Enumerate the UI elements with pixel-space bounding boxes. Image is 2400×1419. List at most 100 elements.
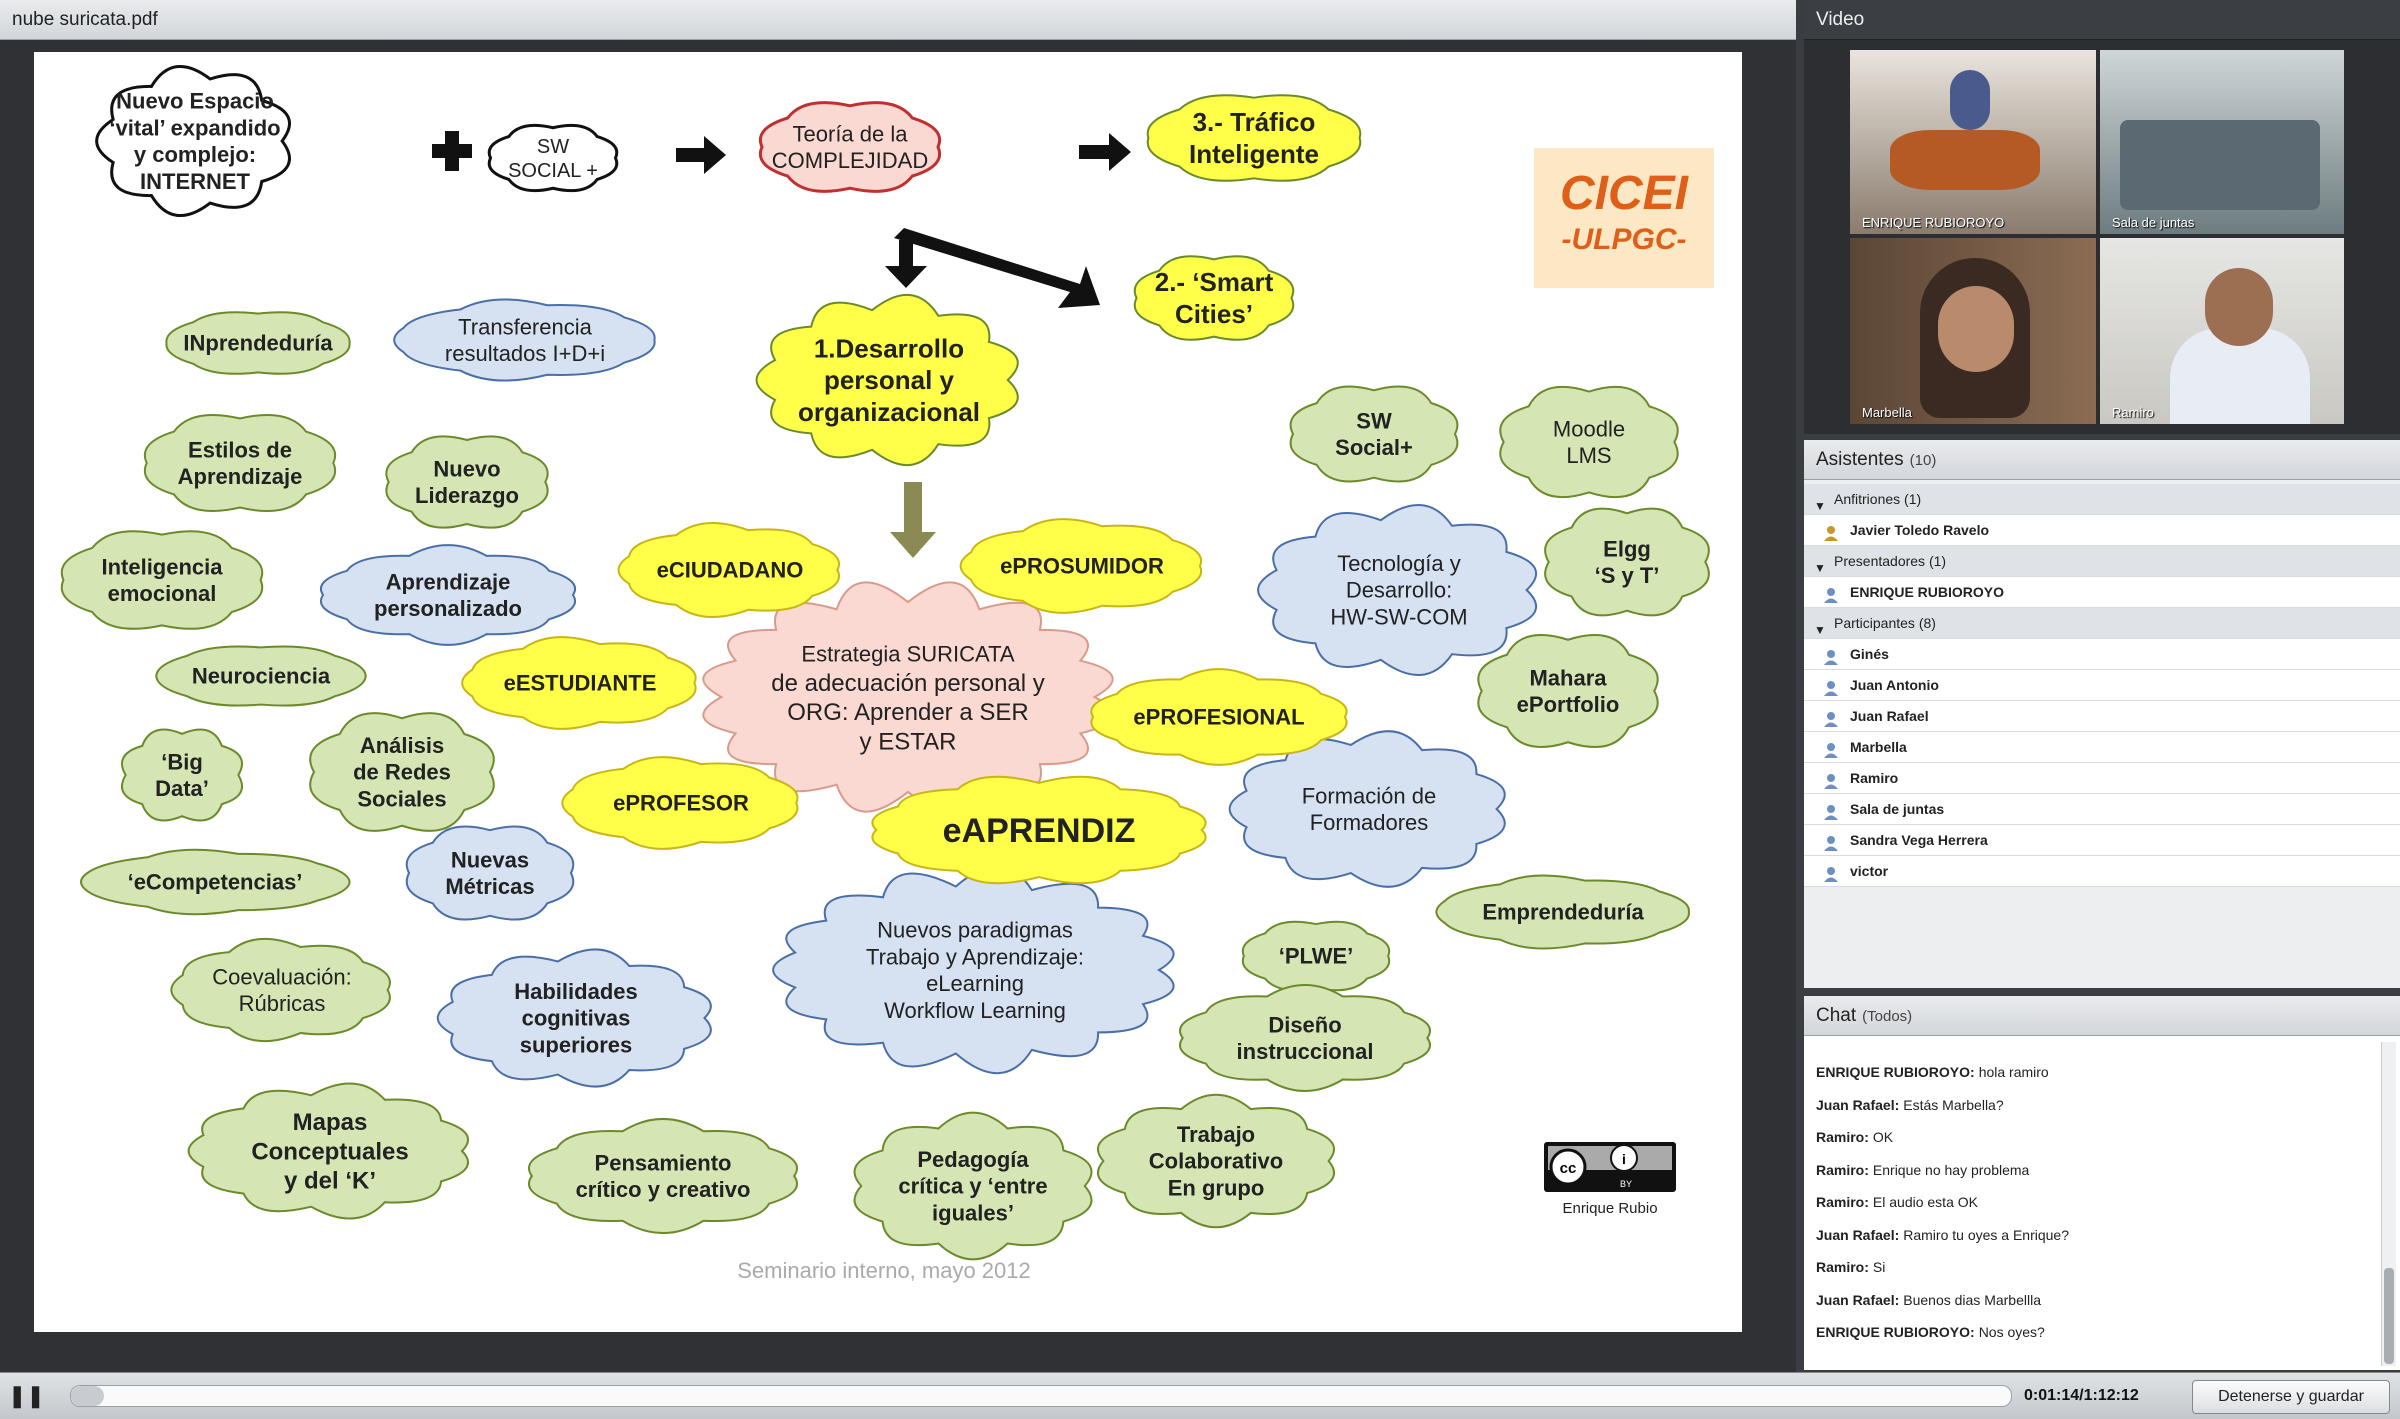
chat-sender: Ramiro: [1816, 1129, 1869, 1145]
chat-sender: Juan Rafael: [1816, 1096, 1900, 1113]
chat-message: ENRIQUE RUBIOROYO:Nos oyes? [1816, 1324, 2045, 1340]
attendee-row[interactable]: Sala de juntas [1804, 794, 2400, 825]
cloud-shape [853, 1111, 1093, 1261]
cloud-text: Estrategia SURICATA [801, 641, 1014, 666]
cloud-text: Aprendizaje [178, 464, 303, 489]
cloud-shape [155, 645, 367, 707]
cloud-text: COMPLEJIDAD [772, 148, 928, 173]
cloud-text: Tecnología y [1337, 551, 1461, 576]
cicei-logo: CICEI -ULPGC- [1534, 148, 1714, 288]
video-tile-4-name: Ramiro [2112, 405, 2154, 420]
chat-message: ENRIQUE RUBIOROYO:hola ramiro [1816, 1064, 2049, 1080]
cloud-text: ‘eCompetencias’ [128, 870, 303, 895]
cloud-shape [871, 775, 1207, 885]
cloud-eprosumidor: ePROSUMIDOR [959, 518, 1203, 614]
attendee-row[interactable]: Sandra Vega Herrera [1804, 825, 2400, 856]
chat-title-label: Chat [1816, 1005, 1857, 1026]
attendee-row[interactable]: ENRIQUE RUBIOROYO [1804, 577, 2400, 608]
chat-sender: Ramiro: [1816, 1161, 1869, 1178]
cloud-eciudadano: eCIUDADANO [617, 521, 840, 619]
cloud-text: y del ‘K’ [284, 1168, 376, 1195]
cloud-text: Mapas [293, 1109, 368, 1136]
cloud-emprendeduria: Emprendeduría [1435, 874, 1690, 950]
cloud-text: Elgg [1603, 536, 1651, 561]
chat-message: Ramiro:OK [1816, 1129, 1893, 1145]
cloud-text: instruccional [1237, 1039, 1374, 1064]
cloud-shape [436, 948, 712, 1088]
cloud-text: y complejo: [134, 142, 256, 167]
chevron-down-icon: ▼ [1814, 499, 1826, 514]
cloud-text: Pedagogía [917, 1147, 1029, 1172]
attendee-name: Sala de juntas [1850, 801, 1945, 817]
video-tile-4[interactable]: Ramiro [2100, 238, 2344, 424]
cloud-text: SOCIAL + [508, 160, 598, 182]
cloud-shape [617, 521, 840, 619]
user-icon [1822, 832, 1840, 852]
attendee-row[interactable]: Javier Toledo Ravelo [1804, 515, 2400, 546]
cloud-text: emocional [108, 581, 217, 606]
attendee-group[interactable]: ▼Anfitriones (1) [1804, 484, 2400, 515]
cloud-shape [1133, 255, 1295, 341]
video-tile-1[interactable]: ENRIQUE RUBIOROYO [1850, 50, 2096, 234]
attendee-row[interactable]: victor [1804, 856, 2400, 887]
cloud-shape [487, 123, 619, 193]
stop-and-save-button[interactable]: Detenerse y guardar [2192, 1380, 2390, 1414]
face-shape [2205, 268, 2273, 346]
chat-text: hola ramiro [1978, 1064, 2049, 1080]
chat-message: Ramiro:El audio esta OK [1816, 1194, 1978, 1210]
attendee-group[interactable]: ▼Presentadores (1) [1804, 546, 2400, 577]
video-tile-3[interactable]: Marbella [1850, 238, 2096, 424]
cloud-text: Sociales [357, 787, 446, 812]
attendee-row[interactable]: Marbella [1804, 732, 2400, 763]
chat-scroll-thumb[interactable] [2384, 1268, 2394, 1364]
chat-pane: Chat (Todos) ENRIQUE RUBIOROYO:hola ramir… [1804, 996, 2400, 1370]
cloud-shape [309, 712, 495, 832]
svg-text:BY: BY [1620, 1179, 1632, 1189]
cloud-text: Formadores [1310, 810, 1429, 835]
cloud-shape [759, 101, 941, 193]
document-pane: nube suricata.pdf Nuevo Espacio‘vital’ e… [0, 0, 1796, 1372]
cloud-text: Conceptuales [251, 1138, 408, 1165]
by-icon [1610, 1144, 1638, 1172]
cloud-shape [385, 435, 549, 529]
cloud-text: ‘vital’ expandido [109, 115, 280, 140]
cloud-shape [60, 530, 264, 630]
attendee-group[interactable]: ▼Participantes (8) [1804, 608, 2400, 639]
cloud-text: Trabajo y Aprendizaje: [866, 944, 1084, 969]
progress-slider[interactable] [70, 1385, 2012, 1407]
chat-text: Estás Marbella? [1903, 1096, 2004, 1113]
cloud-text: Formación de [1302, 783, 1437, 808]
video-title: Video [1804, 0, 2400, 40]
presenter-icon [1822, 584, 1840, 604]
cloud-text: SW [1356, 408, 1392, 433]
attendee-row[interactable]: Juan Antonio [1804, 670, 2400, 701]
cloud-text: eLearning [926, 971, 1024, 996]
video-tile-2-name: Sala de juntas [2112, 215, 2195, 230]
attendee-row[interactable]: Ginés [1804, 639, 2400, 670]
cloud-text: En grupo [1168, 1176, 1265, 1201]
chat-text: Buenos dias Marbellla [1903, 1291, 2041, 1308]
video-tile-2[interactable]: Sala de juntas [2100, 50, 2344, 234]
cloud-shape [755, 294, 1019, 466]
cloud-text: eAPRENDIZ [943, 812, 1136, 850]
attendee-name: Javier Toledo Ravelo [1850, 522, 1990, 538]
cloud-elgg: Elgg‘S y T’ [1544, 507, 1710, 617]
chat-message: Juan Rafael:Buenos dias Marbellla [1816, 1292, 2041, 1308]
pause-button[interactable]: ❚❚ [8, 1381, 45, 1411]
arrow-right-2 [1079, 133, 1131, 171]
chat-scope[interactable]: (Todos) [1862, 1008, 1913, 1025]
attendee-row[interactable]: Juan Rafael [1804, 701, 2400, 732]
progress-fill [71, 1386, 105, 1406]
cloud-text: Nuevas [451, 847, 529, 872]
chat-scrollbar[interactable] [2381, 1042, 2396, 1366]
attendee-row[interactable]: Ramiro [1804, 763, 2400, 794]
cloud-text: Data’ [155, 776, 209, 801]
cloud-shape [1090, 668, 1348, 766]
